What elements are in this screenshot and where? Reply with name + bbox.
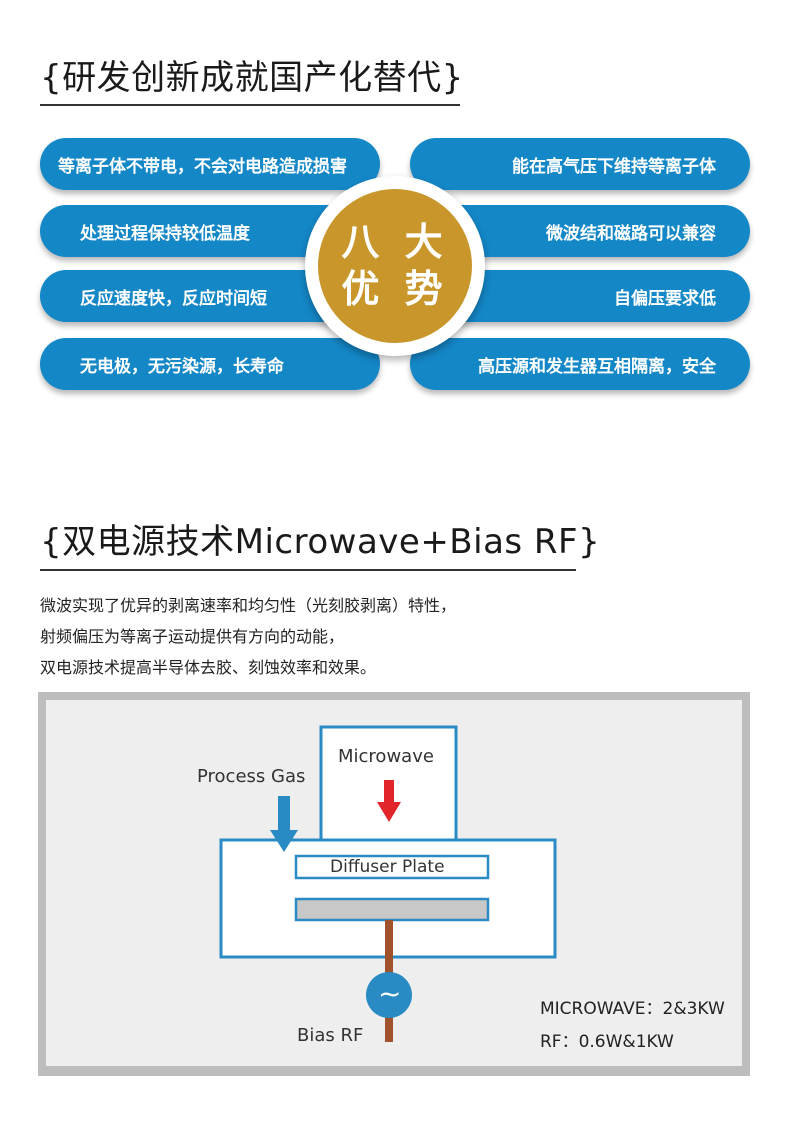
- spec-rf: RF：0.6W&1KW: [540, 1032, 674, 1052]
- diffuser-plate-label: Diffuser Plate: [330, 857, 445, 877]
- advantage-pill-8: 高压源和发生器互相隔离，安全: [410, 338, 750, 390]
- title-underline-2: [40, 569, 576, 571]
- ac-source-icon: [366, 972, 412, 1018]
- section-title-dual-power: {双电源技术Microwave+Bias RF}: [40, 522, 601, 562]
- description-line-1: 微波实现了优异的剥离速率和均匀性（光刻胶剥离）特性，: [40, 596, 457, 615]
- section-title-innovation: {研发创新成就国产化替代}: [40, 58, 464, 98]
- diffuser-plate: [294, 854, 490, 880]
- description-line-3: 双电源技术提高半导体去胶、刻蚀效率和效果。: [40, 658, 377, 677]
- advantage-pill-5: 能在高气压下维持等离子体: [410, 138, 750, 190]
- badge-line-1: 八 大: [341, 219, 449, 264]
- advantage-pill-4: 无电极，无污染源，长寿命: [40, 338, 380, 390]
- description-line-2: 射频偏压为等离子运动提供有方向的动能，: [40, 627, 345, 646]
- microwave-label: Microwave: [338, 746, 434, 767]
- process-gas-label: Process Gas: [197, 766, 306, 787]
- eight-advantages-badge: 八 大 优 势: [318, 189, 472, 343]
- badge-line-2: 优 势: [341, 267, 449, 311]
- wafer-stage: [294, 897, 490, 922]
- title-underline: [40, 104, 460, 106]
- process-gas-arrow-icon: [270, 796, 298, 852]
- bias-rf-label: Bias RF: [297, 1025, 364, 1046]
- spec-microwave: MICROWAVE：2&3KW: [540, 999, 725, 1019]
- advantage-pill-1: 等离子体不带电，不会对电路造成损害: [40, 138, 380, 190]
- microwave-arrow-icon: [377, 780, 401, 822]
- description-text: 微波实现了优异的剥离速率和均匀性（光刻胶剥离）特性， 射频偏压为等离子运动提供有…: [40, 590, 456, 683]
- ac-symbol: ~: [378, 977, 402, 1010]
